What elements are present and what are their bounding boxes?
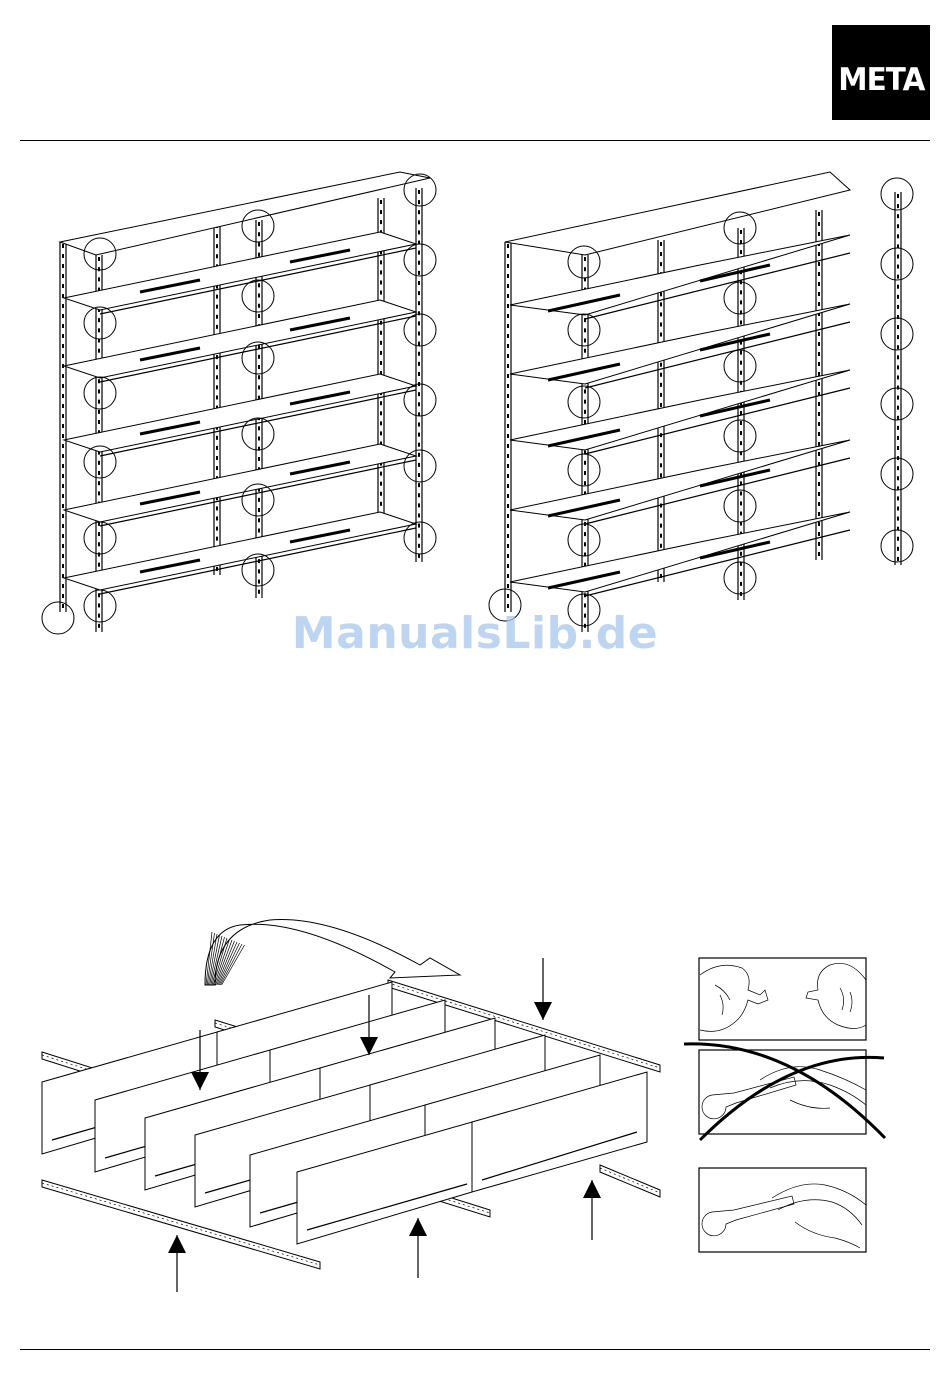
wrench-tighten-icon <box>699 1168 866 1252</box>
watermark-text: ManualsLib.de <box>0 608 950 659</box>
crossed-out-wrench-icon <box>684 1044 885 1140</box>
hand-tighten-bolt-icon <box>699 958 866 1040</box>
